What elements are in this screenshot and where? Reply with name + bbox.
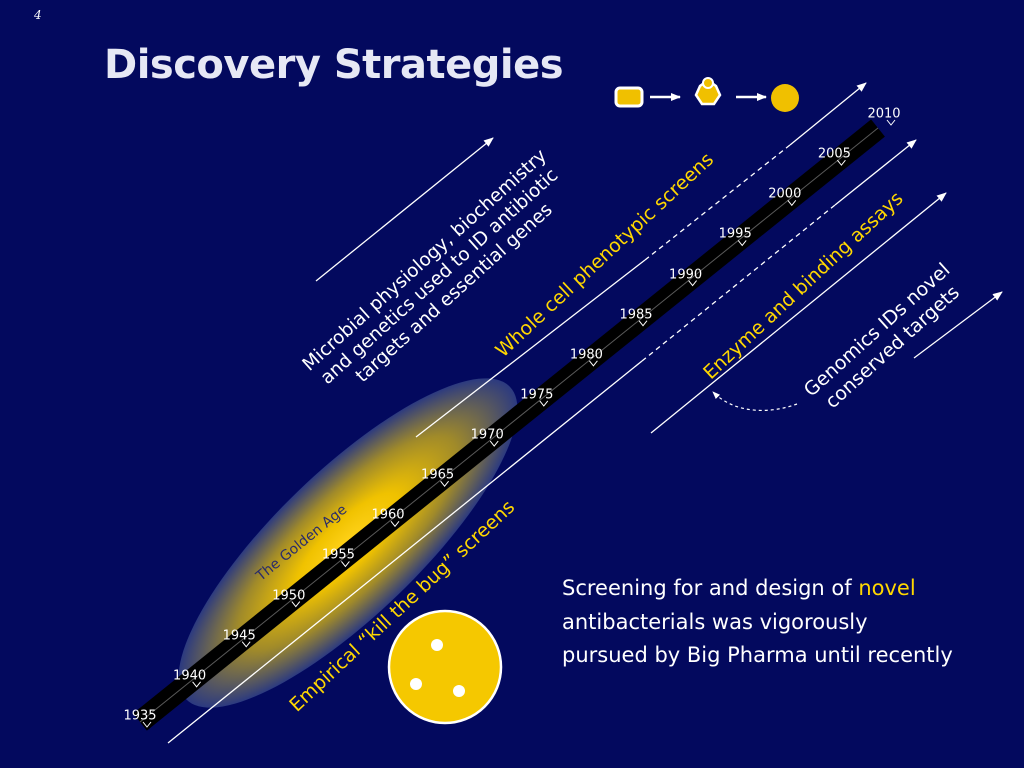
year-label: 1960	[371, 507, 405, 523]
summary-note: Screening for and design of novel antiba…	[562, 572, 1012, 673]
microbial-arrow	[315, 137, 494, 282]
year-label: 1995	[718, 226, 752, 242]
empirical-arrow-head	[834, 139, 917, 206]
year-tick	[341, 561, 350, 568]
year-label: 1955	[321, 547, 355, 563]
year-label: 1970	[470, 427, 504, 443]
whole-cell-line-dashed	[644, 144, 791, 261]
year-label: 1985	[619, 307, 653, 323]
summary-line-2: antibacterials was vigorously	[562, 609, 868, 634]
year-tick	[142, 721, 152, 728]
page-number: 4	[34, 8, 42, 22]
whole-cell-line-solid	[415, 259, 646, 438]
timeline-band-edge	[139, 127, 879, 723]
year-label: 2005	[817, 146, 851, 162]
year-tick	[390, 521, 400, 528]
year-label: 2010	[867, 106, 901, 122]
target-rectangle-icon	[614, 86, 644, 108]
year-label: 1950	[272, 588, 306, 604]
year-tick	[688, 280, 697, 287]
summary-highlight: novel	[858, 576, 916, 600]
year-tick	[737, 240, 747, 247]
year-tick	[241, 641, 251, 648]
year-tick	[291, 601, 301, 608]
year-label: 1965	[421, 467, 455, 483]
year-label: 2000	[768, 186, 802, 202]
genomics-curved-arrow	[712, 391, 798, 412]
year-tick	[589, 360, 598, 367]
whole-cell-arrow	[789, 82, 867, 146]
year-tick	[539, 400, 549, 407]
year-tick	[886, 119, 896, 126]
year-label: 1975	[520, 387, 554, 403]
year-label: 1935	[123, 708, 157, 724]
petri-dish-icon	[387, 609, 503, 725]
page-title: Discovery Strategies	[104, 42, 564, 88]
year-label: 1945	[222, 628, 256, 644]
timeline-band	[133, 119, 885, 731]
year-label: 1940	[173, 668, 207, 684]
genomics-arrow	[913, 291, 1003, 359]
year-ticks	[142, 119, 896, 728]
year-tick	[787, 199, 797, 207]
summary-line-1-text: Screening for and design of	[562, 576, 859, 600]
molecule-icon	[694, 77, 722, 106]
year-tick	[489, 440, 499, 447]
year-tick	[440, 480, 449, 488]
enzyme-arrow	[650, 192, 947, 434]
year-label: 1990	[669, 267, 703, 283]
cell-circle-icon	[771, 84, 799, 112]
empirical-arrow-line	[167, 360, 643, 744]
year-label: 1980	[569, 347, 603, 363]
summary-line-1: Screening for and design of novel	[562, 572, 1012, 606]
summary-line-3: pursued by Big Pharma until recently	[562, 643, 953, 668]
year-tick	[638, 320, 648, 327]
year-tick	[192, 681, 201, 688]
year-tick	[837, 159, 846, 166]
